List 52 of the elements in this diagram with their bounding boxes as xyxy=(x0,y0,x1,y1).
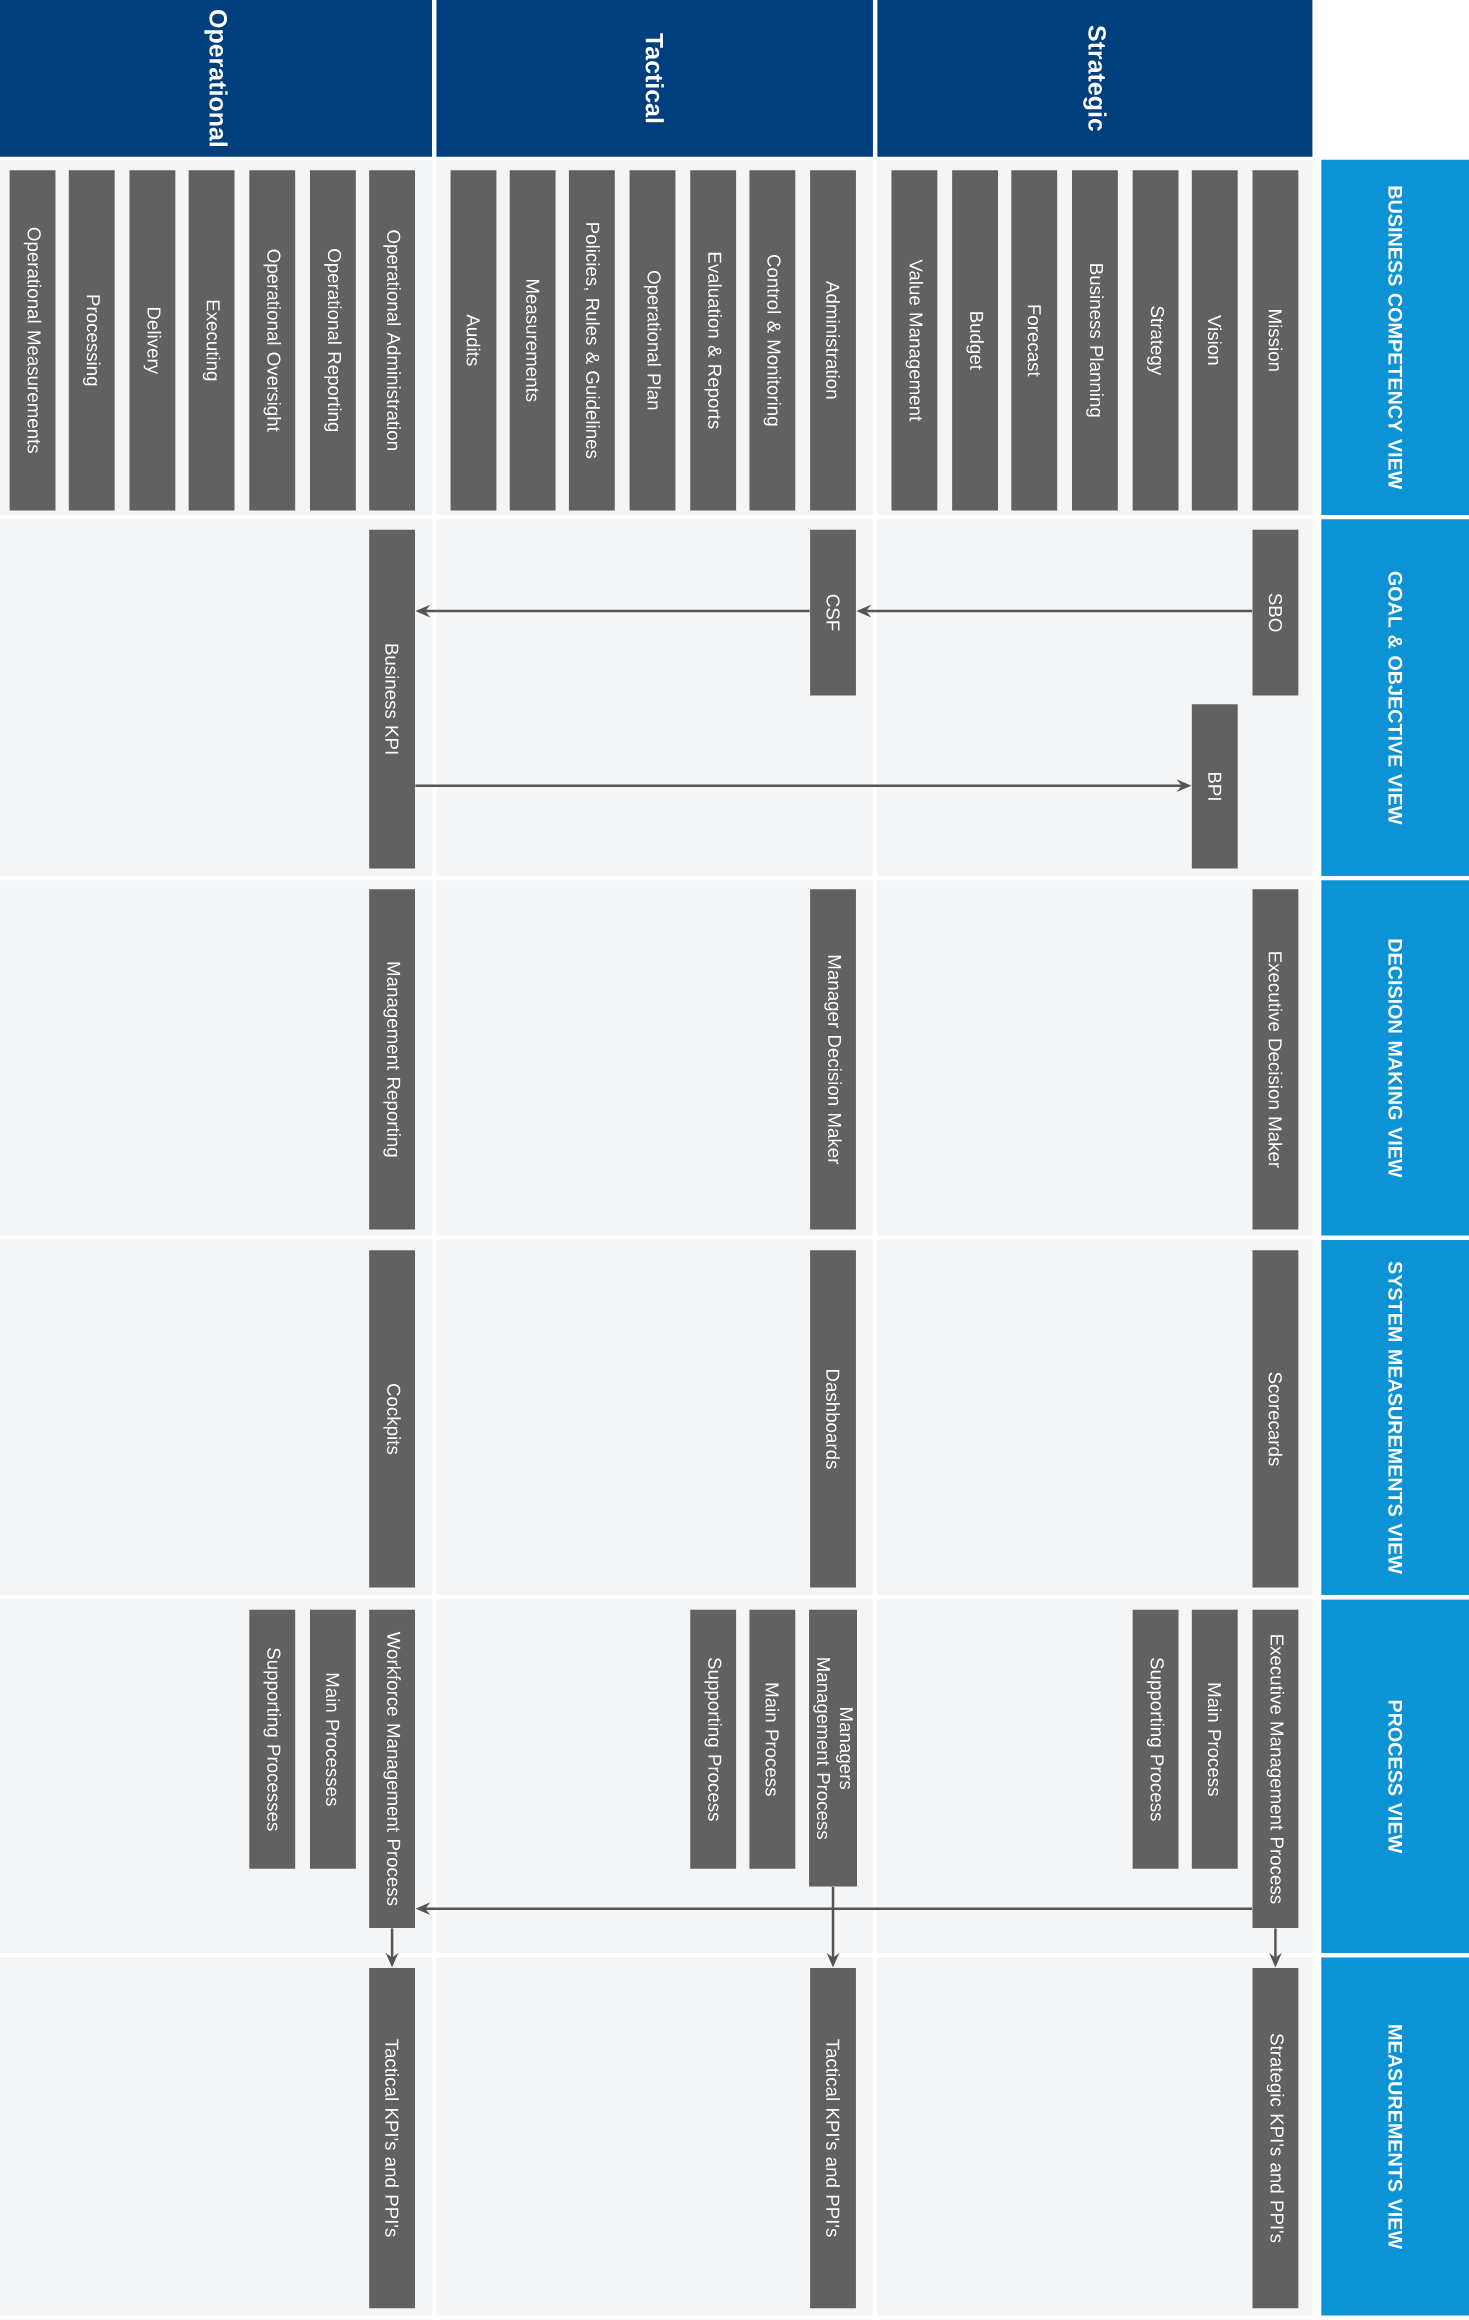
view-header: PROCESS VIEW xyxy=(1321,1599,1469,1954)
process-bar: Operational Plan xyxy=(629,170,676,511)
tier-header: Strategic xyxy=(877,0,1313,157)
process-bar: Business KPI xyxy=(369,529,415,869)
process-bar: Delivery xyxy=(129,170,176,511)
view-header: DECISION MAKING VIEW xyxy=(1321,880,1469,1236)
process-bar: Strategic KPI's and PPI's xyxy=(1252,1967,1299,2309)
process-bar: Executive Management Process xyxy=(1252,1609,1299,1928)
view-header: MEASUREMENTS VIEW xyxy=(1321,1957,1469,2316)
process-bar: Strategy xyxy=(1132,170,1179,511)
process-bar: Operational Oversight xyxy=(249,170,296,511)
process-bar: BPI xyxy=(1191,704,1238,869)
process-bar: Main Process xyxy=(1191,1609,1238,1869)
process-bar: Budget xyxy=(952,170,998,511)
process-bar: Forecast xyxy=(1011,170,1058,511)
process-bar: Mission xyxy=(1252,170,1299,511)
tier-header: Operational xyxy=(0,0,432,157)
process-bar: Main Process xyxy=(749,1609,796,1869)
process-bar: Operational Measurements xyxy=(9,170,56,511)
process-bar: Vision xyxy=(1191,170,1238,511)
view-header: BUSINESS COMPETENCY VIEW xyxy=(1321,159,1469,515)
process-bar: Operational Administration xyxy=(369,170,415,511)
process-bar: Manager Decision Maker xyxy=(810,889,856,1230)
process-bar: Policies, Rules & Guidelines xyxy=(568,170,615,511)
process-bar: SBO xyxy=(1252,529,1299,696)
process-bar: Scorecards xyxy=(1252,1250,1299,1588)
process-bar: Administration xyxy=(810,170,856,511)
process-bar: Operational Reporting xyxy=(309,170,356,511)
view-header: GOAL & OBJECTIVE VIEW xyxy=(1321,519,1469,876)
process-bar: Tactical KPI's and PPI's xyxy=(810,1967,856,2309)
process-bar: Value Management xyxy=(891,170,938,511)
process-bar: Audits xyxy=(450,170,497,511)
view-header: SYSTEM MEASUREMENTS VIEW xyxy=(1321,1239,1469,1595)
process-bar: Evaluation & Reports xyxy=(690,170,736,511)
process-bar: Supporting Processes xyxy=(249,1609,296,1869)
process-bar: Control & Monitoring xyxy=(749,170,796,511)
process-bar: Management Reporting xyxy=(369,889,415,1230)
process-bar: Dashboards xyxy=(810,1250,856,1588)
process-bar: Tactical KPI's and PPI's xyxy=(369,1967,415,2309)
tier-header: Tactical xyxy=(436,0,873,157)
process-bar: Main Processes xyxy=(309,1609,356,1869)
process-bar: Executive Decision Maker xyxy=(1252,889,1299,1230)
process-bar: Measurements xyxy=(509,170,556,511)
process-bar: Cockpits xyxy=(369,1250,415,1588)
process-bar: Managers Management Process xyxy=(808,1609,857,1887)
process-bar: Business Planning xyxy=(1071,170,1118,511)
process-bar: Workforce Management Process xyxy=(369,1609,415,1928)
process-bar: Supporting Process xyxy=(690,1609,736,1869)
process-bar: Supporting Process xyxy=(1132,1609,1179,1869)
process-bar: CSF xyxy=(810,529,856,696)
process-bar: Executing xyxy=(188,170,235,511)
process-bar: Processing xyxy=(68,170,115,511)
